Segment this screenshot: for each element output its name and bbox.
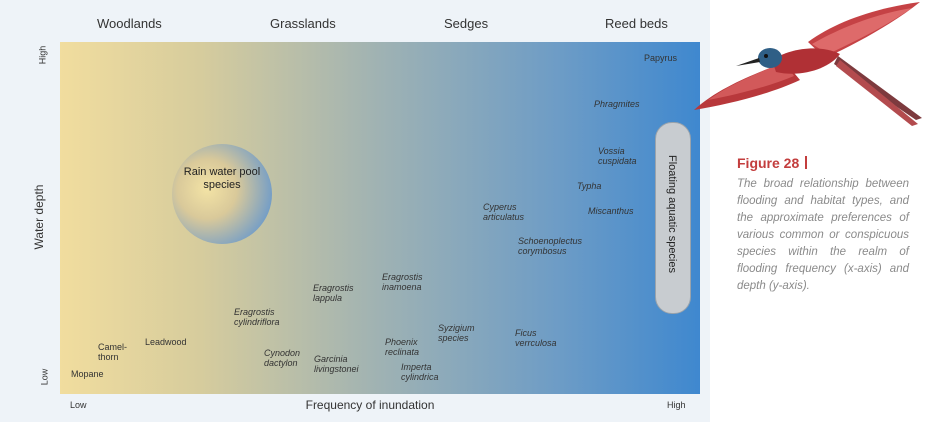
y-axis-title: Water depth <box>32 184 46 250</box>
species-mopane: Mopane <box>71 369 104 379</box>
species-garcinia-livingstonei: Garcinia livingstonei <box>314 354 359 374</box>
species-schoenoplectus-corymbosus: Schoenoplectus corymbosus <box>518 236 583 256</box>
species-camelthorn: Camel- thorn <box>98 342 128 362</box>
species-phragmites: Phragmites <box>594 99 640 109</box>
y-axis-low-label: Low <box>39 368 50 386</box>
species-vossia-cuspidata: Vossia cuspidata <box>598 146 637 166</box>
rain-water-pool-circle <box>172 144 272 244</box>
rain-water-pool-label: Rain water pool species <box>183 166 261 191</box>
species-typha: Typha <box>577 181 602 191</box>
species-phoenix-reclinata: Phoenix reclinata <box>385 337 420 357</box>
species-cynodon-dactylon: Cynodon dactylon <box>264 348 301 368</box>
carmine-bee-eater-bird <box>694 2 922 126</box>
species-cyperus-articulatus: Cyperus articulatus <box>483 202 525 222</box>
habitat-woodlands: Woodlands <box>97 16 162 31</box>
habitat-grasslands: Grasslands <box>270 16 336 31</box>
x-axis-title: Frequency of inundation <box>305 398 435 412</box>
species-imperta-cylindrica: Imperta cylindrica <box>401 362 439 382</box>
floating-aquatic-box <box>655 122 691 314</box>
x-axis-high-label: High <box>667 400 686 410</box>
figure-caption-title-text: Figure 28 <box>737 155 800 171</box>
habitat-reed-beds: Reed beds <box>605 16 668 31</box>
species-eragrostis-lappula: Eragrostis lappula <box>313 283 354 303</box>
habitat-sedges: Sedges <box>444 16 489 31</box>
species-eragrostis-inamoena: Eragrostis inamoena <box>382 272 423 292</box>
species-leadwood: Leadwood <box>145 337 187 347</box>
caption-accent-bar <box>805 156 808 169</box>
figure-caption-title: Figure 28 <box>737 155 808 171</box>
y-axis-high-label: High <box>37 45 48 65</box>
figure-caption-text: The broad relationship between flooding … <box>737 178 909 292</box>
figure-panel: Woodlands Grasslands Sedges Reed beds Hi… <box>0 0 710 422</box>
species-papyrus: Papyrus <box>644 53 678 63</box>
species-miscanthus: Miscanthus <box>588 206 634 216</box>
species-ficus-verrculosa: Ficus verrculosa <box>515 328 557 348</box>
plot-area <box>60 42 700 394</box>
x-axis-low-label: Low <box>70 400 87 410</box>
species-syzigium-species: Syzigium species <box>438 323 475 343</box>
floating-aquatic-label: Floating aquatic species <box>666 154 678 273</box>
species-eragrostis-cylindriflora: Eragrostis cylindriflora <box>234 307 280 327</box>
